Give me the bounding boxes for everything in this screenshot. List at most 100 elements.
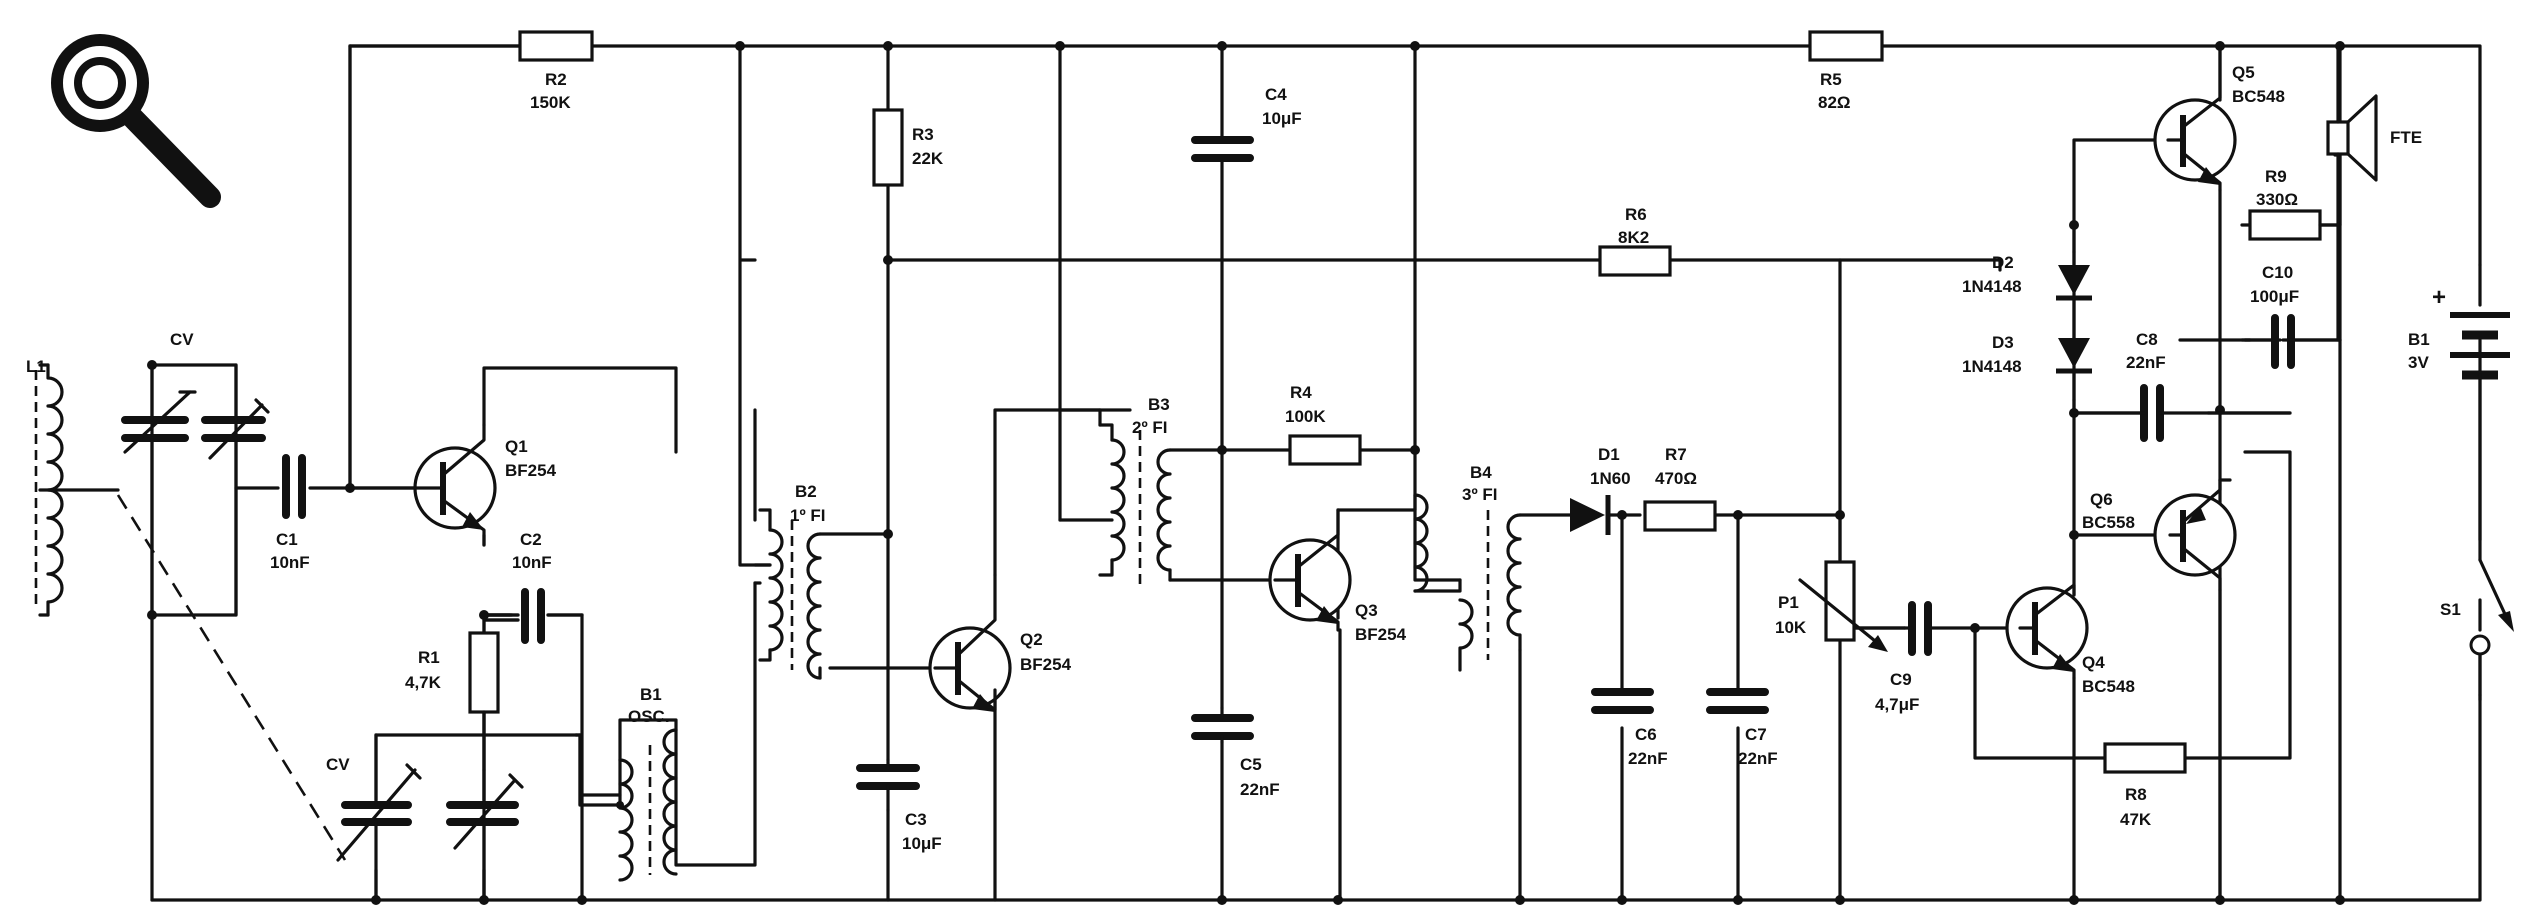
label-P1-val: 10K — [1775, 618, 1807, 637]
label-Q1: Q1 — [505, 437, 528, 456]
capacitor-C1 — [282, 454, 306, 519]
capacitor-C6 — [1591, 688, 1654, 714]
label-Q2: Q2 — [1020, 630, 1043, 649]
transistor-Q4 — [2005, 583, 2089, 680]
label-R9-val: 330Ω — [2256, 190, 2298, 209]
label-R1-val: 4,7K — [405, 673, 442, 692]
label-C4-val: 10μF — [1262, 109, 1302, 128]
label-battery-plus: + — [2432, 284, 2446, 311]
capacitor-C5 — [1191, 706, 1254, 744]
label-C1-val: 10nF — [270, 553, 310, 572]
label-D2-val: 1N4148 — [1962, 277, 2022, 296]
transistor-Q5 — [2153, 44, 2237, 192]
resistor-R9 — [2248, 209, 2322, 241]
transistor-Q2 — [928, 573, 1012, 712]
label-S1: S1 — [2440, 600, 2461, 619]
capacitor-C3 — [856, 758, 920, 812]
label-Q1-val: BF254 — [505, 461, 557, 480]
wiring — [38, 41, 2482, 905]
resistor-R6 — [1598, 245, 1672, 277]
label-C7: C7 — [1745, 725, 1767, 744]
label-C10: C10 — [2262, 263, 2293, 282]
transformer-B4 — [1413, 493, 1522, 672]
resistor-R2 — [518, 30, 594, 62]
label-C8-val: 22nF — [2126, 353, 2166, 372]
label-cv-bottom: CV — [326, 755, 350, 774]
label-B3: B3 — [1148, 395, 1170, 414]
label-C5-val: 22nF — [1240, 780, 1280, 799]
label-C6: C6 — [1635, 725, 1657, 744]
diode-D2 — [2056, 250, 2092, 340]
label-C8: C8 — [2136, 330, 2158, 349]
label-R3: R3 — [912, 125, 934, 144]
label-R5: R5 — [1820, 70, 1842, 89]
label-B3-val: 2º FI — [1132, 418, 1168, 437]
label-Q3-val: BF254 — [1355, 625, 1407, 644]
label-L1: L1 — [26, 357, 46, 376]
diode-D1 — [1570, 495, 1611, 535]
transistor-Q3 — [1268, 508, 1352, 632]
potentiometer-P1 — [1798, 560, 1907, 652]
transformer-B1 — [580, 718, 678, 882]
label-Q6-val: BC558 — [2082, 513, 2135, 532]
variable-capacitor-cv-bottom — [336, 710, 524, 902]
label-R5-val: 82Ω — [1818, 93, 1851, 112]
label-C5: C5 — [1240, 755, 1262, 774]
label-R2-val: 150K — [530, 93, 571, 112]
label-battery-val: 3V — [2408, 353, 2429, 372]
label-B2: B2 — [795, 482, 817, 501]
label-R1: R1 — [418, 648, 440, 667]
label-D1: D1 — [1598, 445, 1620, 464]
transformer-B3 — [1058, 408, 1172, 585]
label-P1: P1 — [1778, 593, 1799, 612]
label-R6: R6 — [1625, 205, 1647, 224]
capacitor-C7 — [1706, 688, 1769, 714]
label-C6-val: 22nF — [1628, 749, 1668, 768]
label-R7: R7 — [1665, 445, 1687, 464]
label-fte: FTE — [2390, 128, 2422, 147]
capacitor-C4 — [1191, 136, 1254, 162]
capacitor-C10 — [2218, 314, 2342, 369]
label-Q4: Q4 — [2082, 653, 2105, 672]
label-Q3: Q3 — [1355, 601, 1378, 620]
label-Q6: Q6 — [2090, 490, 2113, 509]
resistor-R8 — [2103, 742, 2187, 774]
label-Q5: Q5 — [2232, 63, 2255, 82]
diode-D3 — [2056, 338, 2092, 402]
transformer-B2 — [753, 508, 822, 680]
coil-L1 — [34, 363, 64, 617]
label-B4: B4 — [1470, 463, 1492, 482]
label-R8: R8 — [2125, 785, 2147, 804]
speaker-fte — [2326, 44, 2378, 342]
resistor-R7 — [1643, 500, 1717, 532]
label-C3: C3 — [905, 810, 927, 829]
capacitor-C8 — [2072, 384, 2292, 442]
transistor-Q6 — [2153, 478, 2237, 902]
label-C7-val: 22nF — [1738, 749, 1778, 768]
label-C4: C4 — [1265, 85, 1287, 104]
label-C2: C2 — [520, 530, 542, 549]
label-B1-val: OSC. — [628, 707, 670, 726]
label-R4-val: 100K — [1285, 407, 1326, 426]
label-D2: D2 — [1992, 253, 2014, 272]
label-D3-val: 1N4148 — [1962, 357, 2022, 376]
label-R7-val: 470Ω — [1655, 469, 1697, 488]
label-C2-val: 10nF — [512, 553, 552, 572]
label-battery: B1 — [2408, 330, 2430, 349]
label-Q5-val: BC548 — [2232, 87, 2285, 106]
label-B2-val: 1º FI — [790, 506, 826, 525]
label-R8-val: 47K — [2120, 810, 2152, 829]
label-C1: C1 — [276, 530, 298, 549]
label-R9: R9 — [2265, 167, 2287, 186]
magnifier-icon — [51, 34, 221, 208]
capacitor-C2 — [482, 588, 584, 644]
transistor-Q1 — [348, 423, 497, 547]
resistor-R1 — [468, 631, 500, 714]
label-R6-val: 8K2 — [1618, 228, 1649, 247]
label-R2: R2 — [545, 70, 567, 89]
label-D3: D3 — [1992, 333, 2014, 352]
resistor-R3 — [872, 108, 904, 187]
label-B1: B1 — [640, 685, 662, 704]
label-D1-val: 1N60 — [1590, 469, 1631, 488]
